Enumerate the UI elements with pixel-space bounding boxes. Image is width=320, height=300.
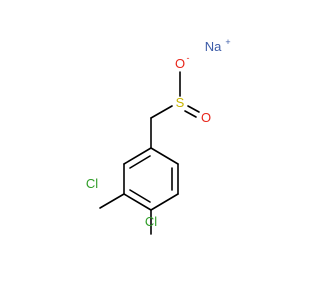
oxygen-anion-label: O (175, 56, 185, 71)
ring-bond-c3-c4 (150, 193, 179, 211)
bond-s-o-double-b (184, 110, 197, 118)
ring-bond-c6-c1 (123, 147, 152, 165)
ring-bond-c4-c5 (123, 193, 152, 211)
oxygen-anion-charge: - (187, 53, 190, 63)
sodium-label: Na (205, 39, 222, 54)
chlorine-label-lower: Cl (145, 214, 157, 229)
bonds (99, 71, 200, 235)
bond-ch2-s (150, 105, 173, 119)
sulfur-label: S (176, 95, 185, 110)
ring-bond-c6-c1-inner (129, 155, 151, 169)
bond-s-o-double-a (187, 105, 200, 113)
atom-labels: Na + O - S O Cl Cl (86, 37, 231, 229)
molecule-structure: Na + O - S O Cl Cl (86, 37, 231, 235)
chlorine-label-upper: Cl (86, 176, 98, 191)
sodium-charge: + (225, 37, 230, 47)
ring-bond-c1-c2 (150, 147, 179, 165)
bond-ring-cl-upper (99, 193, 125, 209)
ring-bond-c4-c5-inner (129, 189, 151, 203)
oxygen-double-label: O (201, 110, 211, 125)
